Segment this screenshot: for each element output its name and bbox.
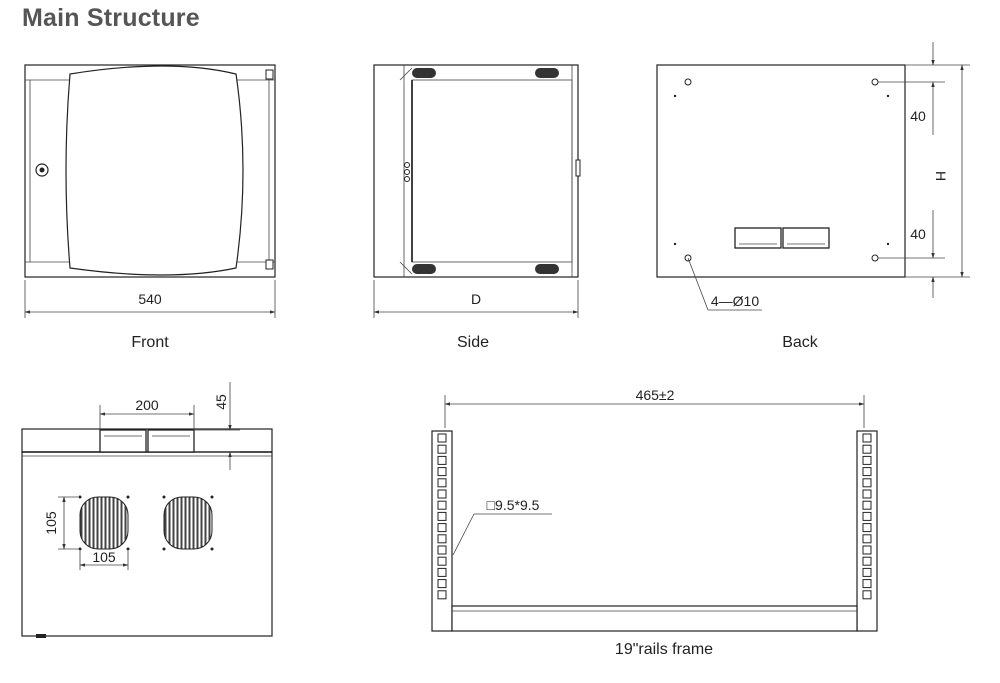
rails-hole-label: □9.5*9.5	[487, 497, 540, 513]
fan-grille-icon	[162, 495, 214, 551]
page-title: Main Structure	[22, 4, 200, 32]
back-caption: Back	[782, 334, 819, 351]
top-cutout-depth-label: 45	[213, 394, 229, 410]
rail-hole	[437, 534, 447, 544]
rail-hole	[437, 489, 447, 499]
back-top-offset-label: 40	[910, 108, 926, 124]
rail-hole	[862, 567, 872, 577]
fan-height-label: 105	[43, 511, 59, 535]
rail-hole	[862, 590, 872, 600]
mount-hole-icon	[871, 254, 879, 262]
side-depth-label: D	[471, 291, 481, 307]
back-view: 4—Ø10 40 40 H Back	[656, 42, 970, 351]
rail-hole	[862, 467, 872, 477]
rails-caption: 19"rails frame	[615, 641, 713, 658]
rail-hole	[437, 478, 447, 488]
bottom-bar	[451, 605, 858, 632]
top-cable-cutout	[99, 429, 147, 453]
door-lock-icon	[35, 163, 49, 177]
rail-hole	[862, 500, 872, 510]
rail-square-holes	[437, 433, 447, 600]
rail-hole	[862, 444, 872, 454]
rail-hole	[437, 444, 447, 454]
fan-grille-icon	[78, 495, 130, 551]
rail-hole	[862, 534, 872, 544]
rail-hole	[862, 455, 872, 465]
front-width-label: 540	[138, 291, 162, 307]
rail-hole	[437, 523, 447, 533]
side-view: D Side	[373, 64, 581, 351]
rail-hole	[862, 478, 872, 488]
front-view: 540 Front	[24, 64, 276, 351]
rails-width-label: 465±2	[636, 387, 675, 403]
back-height-label: H	[933, 171, 949, 181]
rail-hole	[862, 511, 872, 521]
rail-hole	[862, 433, 872, 443]
rail-square-holes	[862, 433, 872, 600]
mount-hole-icon	[684, 78, 692, 86]
rail-hole	[437, 500, 447, 510]
rail-hole	[862, 489, 872, 499]
side-caption: Side	[457, 334, 489, 351]
rail-hole	[862, 523, 872, 533]
rail-hole	[862, 556, 872, 566]
rail-hole	[862, 545, 872, 555]
top-cutout-width-label: 200	[135, 397, 159, 413]
front-caption: Front	[131, 334, 169, 351]
back-bottom-offset-label: 40	[910, 226, 926, 242]
rail-hole	[862, 579, 872, 589]
mount-hole-icon	[871, 78, 879, 86]
rail-hole	[437, 567, 447, 577]
front-door	[65, 65, 244, 276]
rail-hole	[437, 545, 447, 555]
cable-cutout	[782, 227, 830, 249]
rail-hole	[437, 467, 447, 477]
rails-frame: 465±2 □9.5*9.5 19"rails frame	[431, 387, 878, 658]
back-hole-label: 4—Ø10	[711, 293, 759, 309]
rail-hole	[437, 590, 447, 600]
rail-hole	[437, 511, 447, 521]
fan-width-label: 105	[92, 549, 116, 565]
top-cable-cutout	[147, 429, 195, 453]
rail-hole	[437, 556, 447, 566]
rail-hole	[437, 433, 447, 443]
rail-hole	[437, 455, 447, 465]
cable-cutout	[734, 227, 782, 249]
top-view: 200 45 105 105	[21, 382, 273, 638]
rail-hole	[437, 579, 447, 589]
